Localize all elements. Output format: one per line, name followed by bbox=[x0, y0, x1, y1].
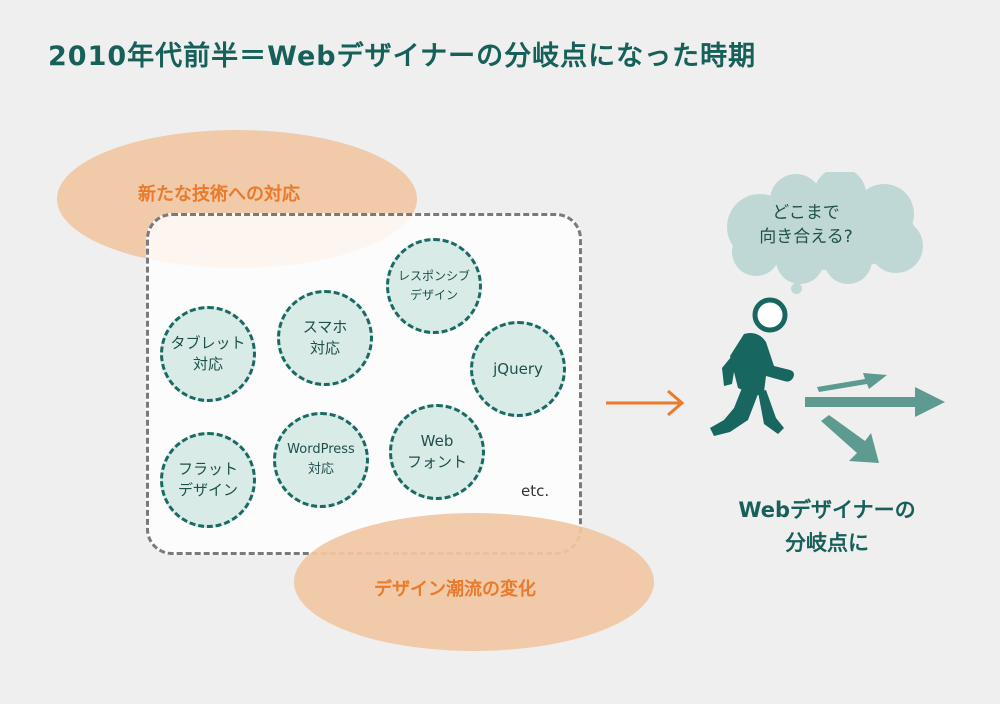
thought-dot bbox=[791, 283, 802, 294]
walking-person-icon bbox=[710, 297, 794, 436]
topic-flat-design: フラット デザイン bbox=[160, 432, 256, 528]
topic-responsive: レスポンシブ デザイン bbox=[386, 238, 482, 334]
topic-jquery: jQuery bbox=[470, 321, 566, 417]
topic-smartphone: スマホ 対応 bbox=[277, 290, 373, 386]
design-trend-label: デザイン潮流の変化 bbox=[374, 579, 536, 600]
topic-wordpress: WordPress 対応 bbox=[273, 412, 369, 508]
thought-bubble-icon bbox=[727, 172, 923, 284]
conclusion-caption: Webデザイナーの 分岐点に bbox=[738, 498, 916, 555]
design-trend-ellipse bbox=[294, 513, 654, 651]
right-arrow-icon bbox=[606, 389, 685, 417]
page-title: 2010年代前半＝Webデザイナーの分岐点になった時期 bbox=[48, 41, 757, 72]
etc-label: etc. bbox=[521, 482, 550, 500]
topic-web-font: Web フォント bbox=[389, 404, 485, 500]
topic-tablet: タブレット 対応 bbox=[160, 306, 256, 402]
branching-arrows-icon bbox=[805, 373, 945, 463]
tech-label: 新たな技術への対応 bbox=[138, 184, 300, 205]
thought-bubble-text: どこまで 向き合える? bbox=[759, 203, 853, 247]
